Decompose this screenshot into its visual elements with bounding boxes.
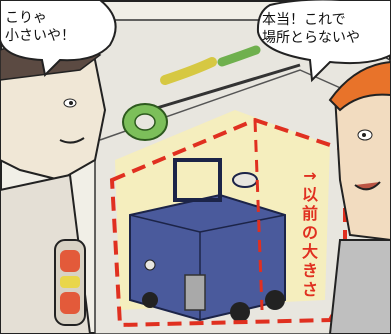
wheel xyxy=(230,302,250,322)
right-man-cap xyxy=(328,60,391,112)
wheel xyxy=(265,290,285,310)
left-bubble-line-1: こりゃ xyxy=(5,10,47,26)
machine-handle xyxy=(173,158,222,202)
left-bubble-line-2: 小さいや！ xyxy=(5,28,75,44)
left-bubble-text: こりゃ 小さいや！ xyxy=(5,9,75,45)
annotation-char: 以 xyxy=(301,185,318,204)
left-speech-bubble xyxy=(0,0,117,78)
right-bubble-line-1: 本当！これで xyxy=(262,12,346,28)
previous-size-label: → 以 前 の 大 き さ xyxy=(298,166,322,299)
previous-size-outline xyxy=(109,117,347,328)
green-tube xyxy=(217,45,261,67)
annotation-char: の xyxy=(301,223,318,242)
yellow-tube xyxy=(160,57,217,85)
right-bubble-line-2: 場所とらないや xyxy=(262,30,360,46)
right-speech-bubble xyxy=(256,0,391,83)
annotation-char: 大 xyxy=(301,242,318,261)
right-bubble-text: 本当！これで 場所とらないや xyxy=(262,11,360,47)
annotation-char: 前 xyxy=(301,204,318,223)
machine-valve xyxy=(184,274,206,311)
annotation-arrow: → xyxy=(303,166,317,185)
wheel xyxy=(142,292,158,308)
right-man-body xyxy=(328,239,391,334)
shelf-bar xyxy=(149,63,301,112)
annotation-char: さ xyxy=(301,280,318,299)
annotation-char: き xyxy=(301,261,318,280)
